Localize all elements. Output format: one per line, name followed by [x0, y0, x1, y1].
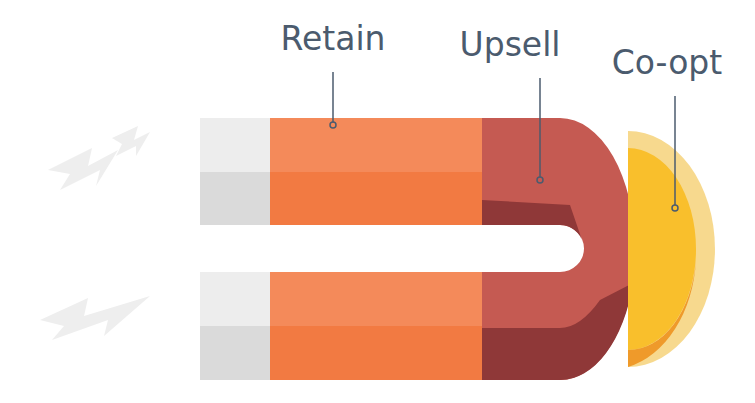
magnet-arm [270, 326, 482, 380]
magnet-tip [200, 118, 270, 172]
magnet-tip [200, 172, 270, 225]
leader-lines [330, 72, 678, 211]
lightning-bolt [48, 148, 118, 190]
lightning-bolts [40, 126, 150, 340]
leader-dot [330, 122, 336, 128]
leader-line [539, 78, 541, 177]
magnet-arm [270, 118, 482, 172]
magnet-bend-shade [482, 200, 583, 243]
part-label: Retain [281, 22, 386, 55]
magnet-tip [200, 272, 270, 326]
magnet-bend [482, 118, 635, 380]
lightning-bolt [112, 126, 150, 156]
magnet-bend-shade [482, 283, 633, 380]
part-label: Co-opt [612, 46, 722, 79]
part-label: Upsell [460, 28, 561, 61]
leader-line [674, 96, 676, 205]
lightning-bolt [40, 296, 150, 340]
leader-line [332, 72, 334, 122]
magnet-arm [270, 172, 482, 225]
magnet-cap-shade [628, 260, 696, 367]
leader-dot [537, 177, 543, 183]
magnet-cap [628, 131, 715, 367]
magnet-cap-inner [628, 148, 696, 350]
leader-dot [672, 205, 678, 211]
magnet-tip [200, 326, 270, 380]
magnet-arm [270, 272, 482, 326]
